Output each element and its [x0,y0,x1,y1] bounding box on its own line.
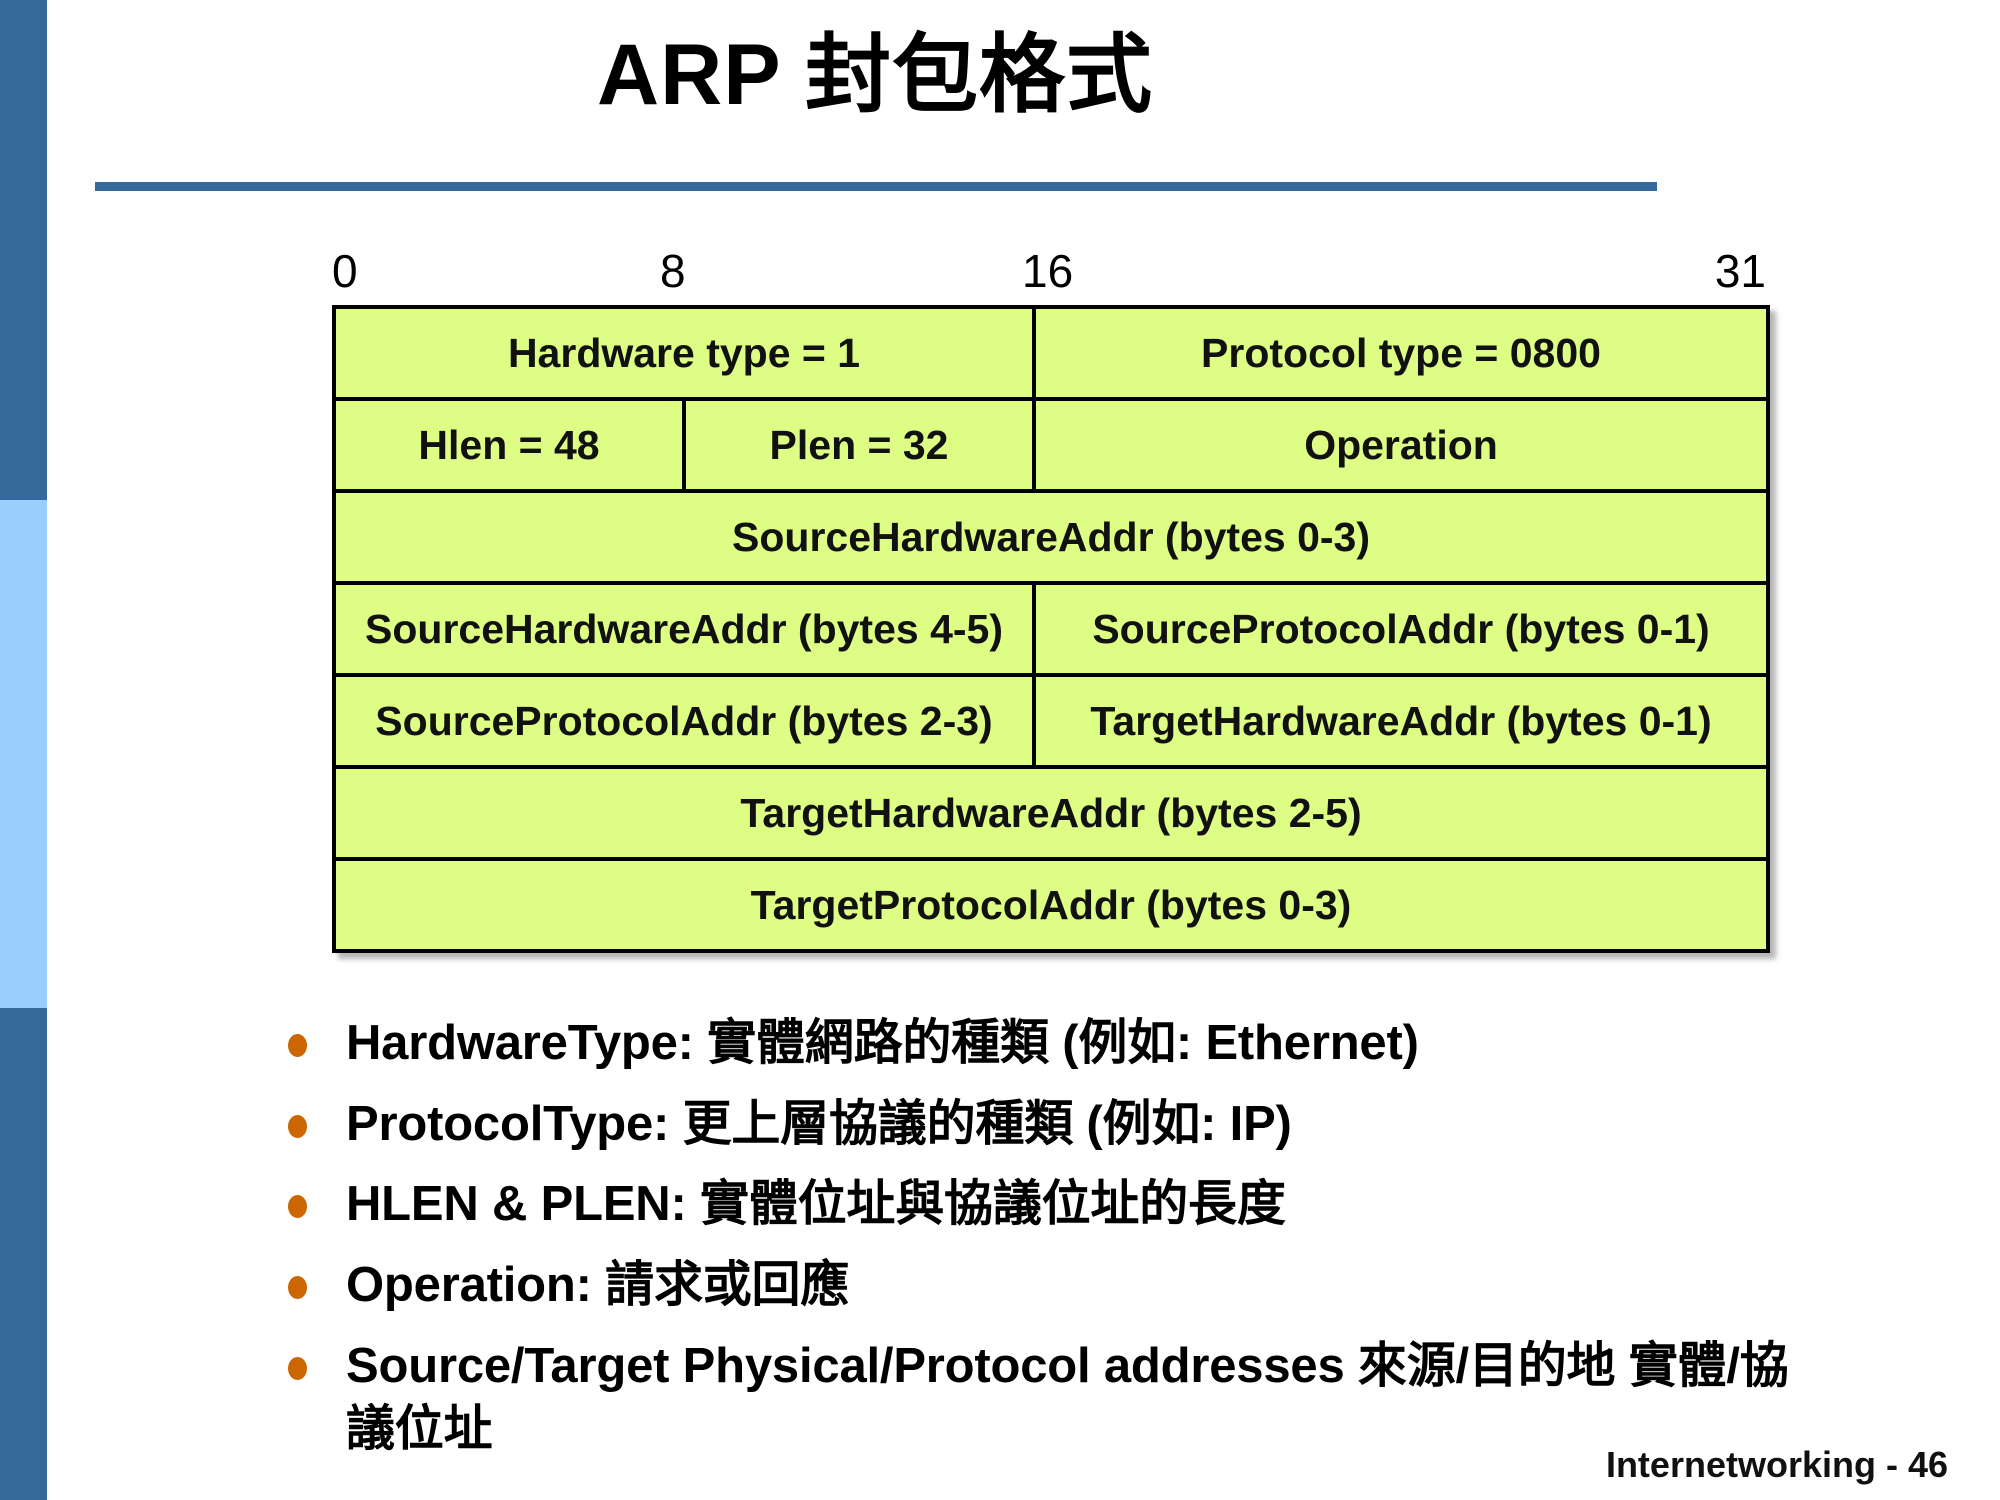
packet-row: SourceProtocolAddr (bytes 2-3)TargetHard… [332,673,1771,769]
packet-field-cell: TargetHardwareAddr (bytes 0-1) [1031,673,1771,769]
bullet-dot-icon [288,1114,307,1138]
packet-field-cell: Operation [1031,397,1771,493]
sidebar-segment-middle [0,500,47,1008]
bullet-text: Operation: 請求或回應 [346,1258,850,1313]
bit-tick-8: 8 [660,245,686,297]
packet-row: SourceHardwareAddr (bytes 0-3) [331,489,1771,585]
bullet-text: HLEN & PLEN: 實體位址與協議位址的長度 [346,1177,1286,1232]
packet-field-cell: SourceProtocolAddr (bytes 2-3) [332,673,1036,769]
bullet-item: HardwareType: 實體網路的種類 (例如: Ethernet) [288,1012,1988,1075]
bit-tick-16: 16 [1022,245,1074,297]
bullet-text: HardwareType: 實體網路的種類 (例如: Ethernet) [346,1016,1419,1070]
bullet-text: ProtocolType: 更上層協議的種類 (例如: IP) [346,1096,1292,1151]
packet-field-cell: TargetProtocolAddr (bytes 0-3) [331,857,1771,953]
slide-footer: Internetworking - 46 [1605,1444,1948,1485]
bit-offset-ruler: 0 8 16 31 [332,248,1766,304]
bit-tick-31: 31 [1714,245,1766,297]
bullet-item: Operation: 請求或回應 [288,1254,1988,1317]
sidebar-segment-top [0,0,47,500]
bullet-dot-icon [288,1195,307,1219]
packet-field-cell: Hlen = 48 [332,397,686,493]
sidebar-segment-bottom [0,1008,47,1500]
packet-field-cell: TargetHardwareAddr (bytes 2-5) [331,765,1771,861]
decorative-sidebar [0,0,47,1500]
packet-row: TargetProtocolAddr (bytes 0-3) [331,857,1771,953]
packet-field-cell: SourceHardwareAddr (bytes 4-5) [332,581,1036,677]
bullet-dot-icon [288,1276,307,1300]
packet-field-cell: Protocol type = 0800 [1031,305,1771,401]
bullet-text: Source/Target Physical/Protocol addresse… [346,1338,1789,1456]
packet-row: SourceHardwareAddr (bytes 4-5)SourceProt… [332,581,1771,677]
packet-field-cell: SourceProtocolAddr (bytes 0-1) [1031,581,1771,677]
packet-field-cell: Plen = 32 [682,397,1036,493]
field-description-list: HardwareType: 實體網路的種類 (例如: Ethernet) Prot… [288,1012,1988,1478]
bullet-item: Source/Target Physical/Protocol addresse… [288,1335,1988,1460]
packet-field-cell: Hardware type = 1 [332,305,1036,401]
bullet-item: HLEN & PLEN: 實體位址與協議位址的長度 [288,1173,1988,1236]
bit-tick-0: 0 [332,245,358,297]
bullet-dot-icon [288,1356,307,1380]
packet-row: TargetHardwareAddr (bytes 2-5) [331,765,1771,861]
slide-title: ARP 封包格式 [597,27,1153,123]
bullet-dot-icon [288,1034,307,1057]
title-underline-rule [95,182,1657,191]
packet-field-cell: SourceHardwareAddr (bytes 0-3) [331,489,1771,585]
bullet-item: ProtocolType: 更上層協議的種類 (例如: IP) [288,1093,1988,1156]
